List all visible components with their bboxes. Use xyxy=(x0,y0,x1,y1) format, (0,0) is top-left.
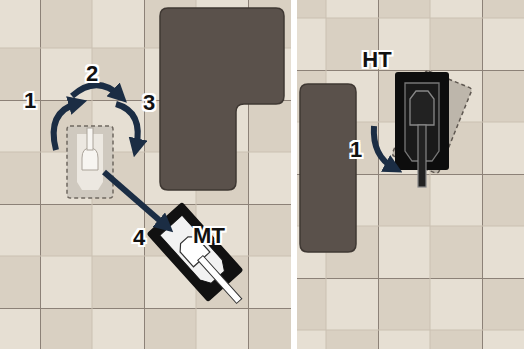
rotate-arrow xyxy=(374,126,394,168)
callout-label: HT xyxy=(362,49,391,71)
rotate-arrow xyxy=(54,103,78,150)
ghost-tank xyxy=(392,70,473,174)
board-tiles xyxy=(297,0,524,349)
callout-label: MT xyxy=(193,225,225,247)
rotate-arrow xyxy=(116,104,138,148)
callout-label: 1 xyxy=(24,90,36,112)
callout-label: 1 xyxy=(350,139,362,161)
rotate-arrow xyxy=(72,85,120,96)
obstacle xyxy=(160,8,284,190)
heavy-tank xyxy=(395,72,449,187)
ghost-tank xyxy=(67,126,113,198)
move-arrow xyxy=(104,172,166,226)
callout-label: 3 xyxy=(143,92,155,114)
obstacle xyxy=(300,84,356,252)
medium-tank xyxy=(146,202,257,317)
board-tiles xyxy=(0,0,291,349)
callout-label: 4 xyxy=(133,227,145,249)
panel-separator xyxy=(291,0,297,349)
callout-label: 2 xyxy=(86,63,98,85)
